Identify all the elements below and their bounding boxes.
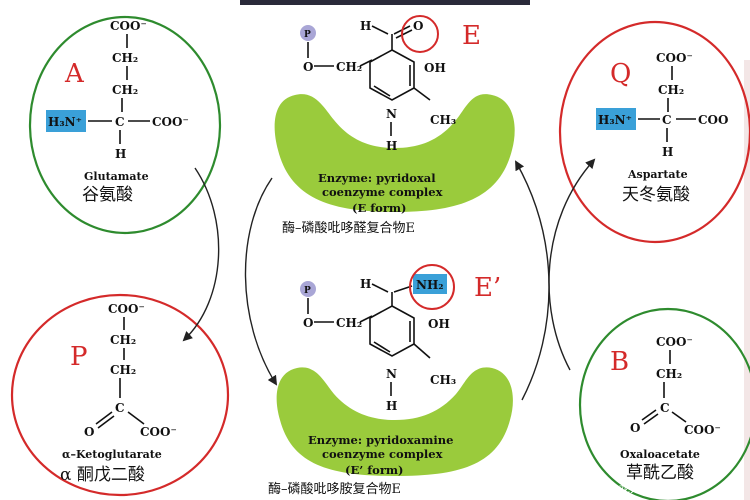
enzyme-e-group: P O CH₂ H O E OH N H CH₃ Enzyme: pyridox… [274,15,515,236]
oxaloacetate-name-en: Oxaloacetate [620,448,700,461]
glutamate-h: H [115,147,126,161]
enzyme-e-prime-ch3: CH₃ [430,373,456,387]
glutamate-c: C [115,115,125,129]
ketoglutarate-c: C [115,401,125,415]
enzyme-e-prime-nh2: NH₂ [416,278,444,292]
ketoglutarate-name-en: α–Ketoglutarate [62,448,162,461]
enzyme-e-o: O [303,60,313,74]
arrow-glutamate-to-ketoglutarate [182,167,220,342]
enzyme-e-h: H [360,19,371,33]
glutamate-letter: A [64,59,85,89]
enzyme-e-prime-shape [276,367,513,476]
enzyme-e-oh: OH [424,61,446,75]
ketoglutarate-ring [10,293,230,497]
enzyme-e-prime-nh: H [386,399,397,413]
top-strip [240,0,530,5]
arrow-e-to-e-prime [244,177,278,386]
enzyme-e-shape [274,94,515,212]
glutamate-amino: H₃N⁺ [48,115,82,129]
glutamate-name-cn: 谷氨酸 [82,185,133,205]
glutamate-name-en: Glutamate [84,170,149,183]
enzyme-e-prime-o: O [303,316,313,330]
enzyme-e-prime-label-cn: 酶–磷酸吡哆胺复合物E [268,481,401,497]
enzyme-e-prime-group: P O CH₂ H NH₂ E’ OH N H CH₃ Enzyme: pyri… [268,264,513,497]
oxaloacetate-name-cn: 草酰乙酸 [626,463,694,483]
enzyme-e-prime-oh: OH [428,317,450,331]
enzyme-e-prime-label-3: (E’ form) [345,463,404,477]
ketoglutarate-ch2-a: CH₂ [110,333,136,347]
glutamate-ch2-b: CH₂ [112,83,138,97]
arrow-e-prime-to-e [515,160,550,401]
enzyme-e-letter: E [462,21,481,51]
glutamate-ring [28,15,222,235]
oxaloacetate-letter: B [610,347,629,377]
oxaloacetate-coo-right: COO⁻ [684,423,721,437]
enzyme-e-label-1: Enzyme: pyridoxal [318,171,436,185]
ketoglutarate-ch2-b: CH₂ [110,363,136,377]
glutamate-group: A COO⁻ CH₂ CH₂ H₃N⁺ C COO⁻ H Glutamate 谷… [28,15,222,235]
aspartate-coo-top: COO⁻ [656,51,693,65]
right-edge-strip [744,60,750,500]
enzyme-e-n: N [386,107,397,121]
oxaloacetate-coo-top: COO⁻ [656,335,693,349]
oxaloacetate-o: O [630,421,640,435]
aspartate-h: H [662,145,673,159]
enzyme-e-pyridine-ring [369,49,415,101]
aspartate-name-cn: 天冬氨酸 [622,185,690,205]
oxaloacetate-group: B COO⁻ CH₂ C O COO⁻ Oxaloacetate 草酰乙酸 [578,307,750,500]
ketoglutarate-name-cn: α 酮戊二酸 [60,465,145,485]
aspartate-amino: H₃N⁺ [598,113,632,127]
enzyme-e-phosphate-circle [300,25,316,41]
enzyme-e-prime-phosphate-circle [300,281,316,297]
oxaloacetate-c: C [660,401,670,415]
enzyme-e-prime-pyridine-ring [369,305,415,357]
oxaloacetate-ch2: CH₂ [656,367,682,381]
enzyme-e-prime-n: N [386,367,397,381]
enzyme-e-label-cn: 酶–磷酸吡哆醛复合物E [282,220,415,236]
aspartate-ring [558,20,750,244]
enzyme-e-prime-amine-highlight [409,264,455,310]
aspartate-letter: Q [610,59,631,89]
aspartate-c: C [662,113,672,127]
aspartate-name-en: Aspartate [627,168,688,181]
aspartate-ch2: CH₂ [658,83,684,97]
enzyme-e-prime-nh2-box [413,274,447,294]
enzyme-e-label-2: coenzyme complex [322,185,443,199]
aspartate-amino-box [596,108,636,130]
ketoglutarate-group: P COO⁻ CH₂ CH₂ C O COO⁻ α–Ketoglutarate … [10,293,230,497]
enzyme-e-ch3: CH₃ [430,113,456,127]
ketoglutarate-o: O [84,425,94,439]
aspartate-group: Q COO⁻ CH₂ H₃N⁺ C COO H Aspartate 天冬氨酸 [558,20,750,244]
enzyme-e-ch2: CH₂ [336,60,362,74]
aspartate-coo-right: COO [698,113,728,127]
watermark: CSDN @龙共宝宁宋水 [570,481,685,495]
enzyme-e-prime-letter: E’ [474,273,501,303]
oxaloacetate-ring [578,307,750,500]
enzyme-e-phosphate: P [304,30,311,40]
ketoglutarate-coo-top: COO⁻ [108,302,145,316]
enzyme-e-prime-label-1: Enzyme: pyridoxamine [308,433,453,447]
ketoglutarate-coo-right: COO⁻ [140,425,177,439]
enzyme-e-prime-ch2: CH₂ [336,316,362,330]
glutamate-coo-right: COO⁻ [152,115,189,129]
ketoglutarate-letter: P [70,342,88,372]
enzyme-e-label-3: (E form) [352,201,407,215]
enzyme-e-prime-label-2: coenzyme complex [322,447,443,461]
enzyme-e-nh: H [386,139,397,153]
enzyme-e-aldehyde-highlight [401,15,439,53]
glutamate-amino-box [46,110,86,132]
glutamate-ch2-a: CH₂ [112,51,138,65]
glutamate-coo-top: COO⁻ [110,19,147,33]
enzyme-e-prime-phosphate: P [304,286,311,296]
enzyme-e-aldehyde-o: O [413,19,423,33]
enzyme-e-prime-h: H [360,277,371,291]
arrow-oxaloacetate-to-aspartate [548,158,596,371]
